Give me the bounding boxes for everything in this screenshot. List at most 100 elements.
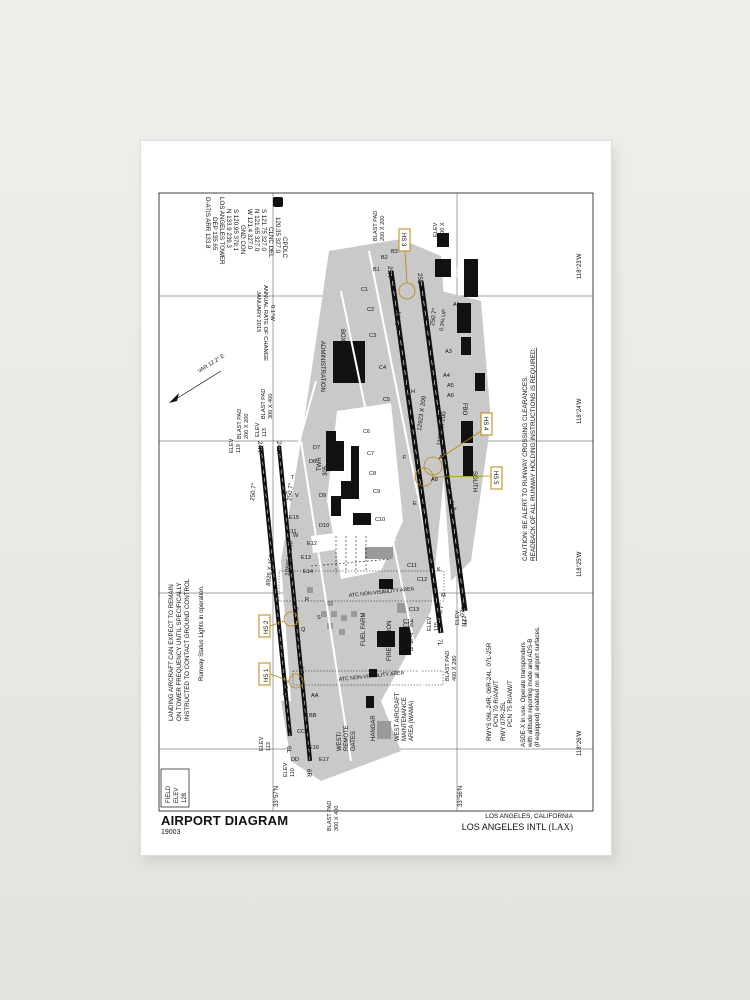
elev-label: ELEV — [433, 222, 439, 237]
tower-label: TWR — [317, 457, 323, 471]
taxiway-label: W — [293, 533, 299, 539]
taxiway-label: E17 — [319, 757, 329, 763]
wama-label: AREA (WAMA) — [409, 701, 415, 741]
blastpad-dims: 200 X 200 — [244, 413, 250, 439]
airport-name-text: LOS ANGELES INTL — [461, 822, 546, 832]
elev-label: ELEV — [283, 762, 289, 777]
elev-label: ELEV — [455, 610, 461, 625]
rwy-heading: 070.7° — [298, 662, 307, 681]
freq-line: 120.35 327.0 — [274, 217, 281, 254]
taxiway-label: C10 — [375, 517, 385, 523]
taxiway-label: A7 — [439, 455, 446, 461]
taxiway-label: C18 — [403, 647, 413, 653]
lon-label: 118°26'W — [577, 730, 583, 756]
runway-labels: 8926 X 150 10885 X 150 12923 X 200 11095… — [249, 266, 469, 777]
box-label: BOX — [339, 329, 345, 342]
taxiway-label: C2 — [367, 307, 374, 313]
taxiway-label: C17 — [403, 633, 413, 639]
pcn-line: PCN 70 R/A/W/T — [493, 680, 500, 727]
remote-gates-label: WEST/ — [337, 732, 343, 751]
blastpad-dims: 400 X — [440, 222, 446, 237]
taxiway-label: A2 — [457, 327, 464, 333]
freq-line: S 121.75 327.0 — [260, 209, 267, 252]
rwy-end-label: 24L — [275, 441, 282, 452]
freq-line: CLNC DEL — [267, 227, 274, 258]
coordinate-labels: 118°23'W 118°24'W 118°25'W 118°26'W 33°5… — [274, 253, 583, 807]
landing-line: INSTRUCTED TO CONTACT GROUND CONTROL — [184, 578, 191, 721]
taxiway-label: H — [411, 389, 415, 395]
frequency-box: D-ATIS ARR 133.8 DEP 135.65 LOS ANGELES … — [204, 197, 288, 265]
blastpad-dims: 400 X 280 — [452, 655, 458, 681]
fuel-farm-label: FUEL FARM — [361, 613, 367, 646]
elev-value: 113 — [262, 428, 268, 437]
taxiway-label: J — [429, 555, 432, 561]
wama-label: MAINTENANCE — [402, 697, 408, 741]
taxiway-label: Z — [451, 501, 455, 507]
taxiway-label: C15 — [403, 639, 413, 645]
magvar-line: 0.1°W — [269, 305, 275, 321]
taxiway-label: A4 — [443, 373, 450, 379]
taxiway-label: CC — [297, 729, 305, 735]
taxiway-label: C5 — [383, 397, 390, 403]
rwy-heading: 070.7° — [436, 602, 446, 621]
taxiway-label: DD — [291, 757, 299, 763]
taxiway-label: C14 — [403, 619, 413, 625]
caution-line: READBACK OF ALL RUNWAY HOLDING INSTRUCTI… — [530, 347, 537, 561]
rwy-heading: 250.7° — [429, 307, 439, 326]
photo-print: D-ATIS ARR 133.8 DEP 135.65 LOS ANGELES … — [140, 140, 612, 856]
lat-label: 33°57'N — [274, 786, 280, 807]
taxiway-label: C16 — [403, 623, 413, 629]
field-elev-value: 128 — [182, 792, 188, 803]
hot-spot-label: HS 5 — [492, 471, 498, 485]
taxiway-label: U — [283, 491, 287, 497]
hot-spot-label: HS 2 — [264, 620, 270, 634]
pcn-note: RWYS 06L-24R, 06R-24L, 07L-25R PCN 70 R/… — [486, 642, 514, 741]
taxiway-label: C11 — [407, 563, 417, 569]
hot-spot-label: HS 3 — [400, 233, 406, 247]
blastpad-dims: 200 X 200 — [380, 215, 386, 241]
landing-line: LANDING AIRCRAFT CAN EXPECT TO REMAIN — [168, 584, 175, 721]
elev-label: ELEV — [259, 736, 265, 751]
caution-note: CAUTION: BE ALERT TO RUNWAY CROSSING CLE… — [522, 347, 537, 561]
taxiway-label: P — [295, 607, 299, 613]
blastpad-label: BLAST PAD — [237, 409, 243, 439]
taxiway-label: D8 — [309, 459, 316, 465]
atc-nonvis-area — [278, 570, 445, 686]
blastpad-dims: 300 X 400 — [268, 393, 274, 419]
hot-spot-3 — [398, 228, 411, 252]
rwy-end-label: 25R — [386, 266, 393, 278]
elev-label: ELEV — [255, 422, 261, 437]
taxiway-label: C3 — [369, 333, 376, 339]
taxiway-label: T — [291, 475, 295, 481]
rwy-heading: 250.7° — [286, 482, 295, 501]
freq-line: S 120.95 379.1 — [232, 209, 239, 252]
asde-line: (if equipped) enabled on all airport sur… — [534, 626, 541, 747]
elev-label: ELEV — [427, 616, 433, 631]
freq-line: CPDLC — [281, 237, 288, 259]
hot-spot-label: HS 4 — [482, 417, 488, 431]
runway-07r-25l — [418, 280, 468, 612]
taxiway-label: D7 — [313, 445, 320, 451]
tower-elev: 305 — [323, 465, 329, 476]
blastpad-label: BLAST PAD — [261, 389, 267, 419]
elev-value: 119 — [236, 444, 242, 453]
taxiway-label: A5 — [447, 383, 454, 389]
field-label: ELEV — [174, 788, 180, 803]
taxiway-label: E14 — [303, 569, 313, 575]
hot-spot-4 — [480, 412, 493, 436]
taxiway-label: B3 — [391, 249, 398, 255]
blastpad-dims: 300 X 400 — [334, 805, 340, 831]
taxiway-label: K — [437, 567, 441, 573]
freq-line: LOS ANGELES TOWER — [218, 197, 225, 265]
magvar-line: JANUARY 2015 — [255, 291, 261, 332]
courtyard — [311, 403, 403, 579]
taxiway-label: C1 — [361, 287, 368, 293]
taxiway-label: C4 — [379, 365, 386, 371]
runways — [258, 270, 468, 762]
landing-line: ON TOWER FREQUENCY UNTIL SPECIFICALLY — [176, 582, 183, 721]
rwy-dims: 8926 X 150 — [265, 553, 275, 586]
rwy-dims: 10885 X 150 — [284, 540, 295, 576]
rwy-end-label: 24R — [256, 441, 263, 453]
airport-diagram: D-ATIS ARR 133.8 DEP 135.65 LOS ANGELES … — [158, 192, 594, 831]
lon-label: 118°24'W — [577, 398, 583, 424]
